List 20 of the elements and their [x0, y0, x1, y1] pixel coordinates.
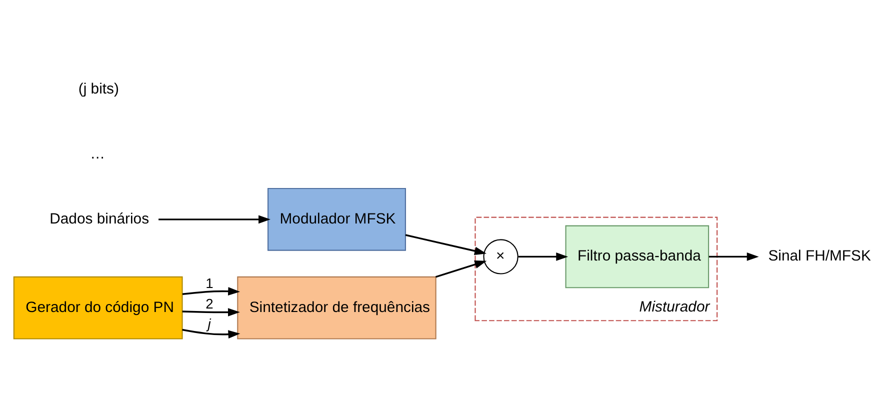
- label: …: [90, 146, 104, 162]
- edge-label: 2: [205, 294, 213, 311]
- node-box: Modulador MFSK: [266, 187, 406, 250]
- node-box: Gerador do código PN: [12, 276, 182, 339]
- arrow: [518, 252, 568, 260]
- node-text: Dados binários: [49, 210, 149, 227]
- arrow: [158, 214, 270, 224]
- node-text: Sinal FH/MFSK: [768, 248, 870, 264]
- node-box: Filtro passa-banda: [564, 224, 709, 288]
- arrow: [708, 252, 758, 260]
- label: (j bits): [78, 80, 118, 97]
- arrow: [404, 234, 486, 255]
- node-circle: ×: [482, 238, 518, 274]
- edge-label: 1: [205, 274, 213, 291]
- arrow: [434, 260, 486, 278]
- arrow: [182, 286, 240, 295]
- node-box: Sintetizador de frequências: [236, 276, 436, 339]
- arrow: [182, 328, 240, 338]
- edge-label: j: [207, 315, 210, 332]
- arrow: [182, 308, 240, 316]
